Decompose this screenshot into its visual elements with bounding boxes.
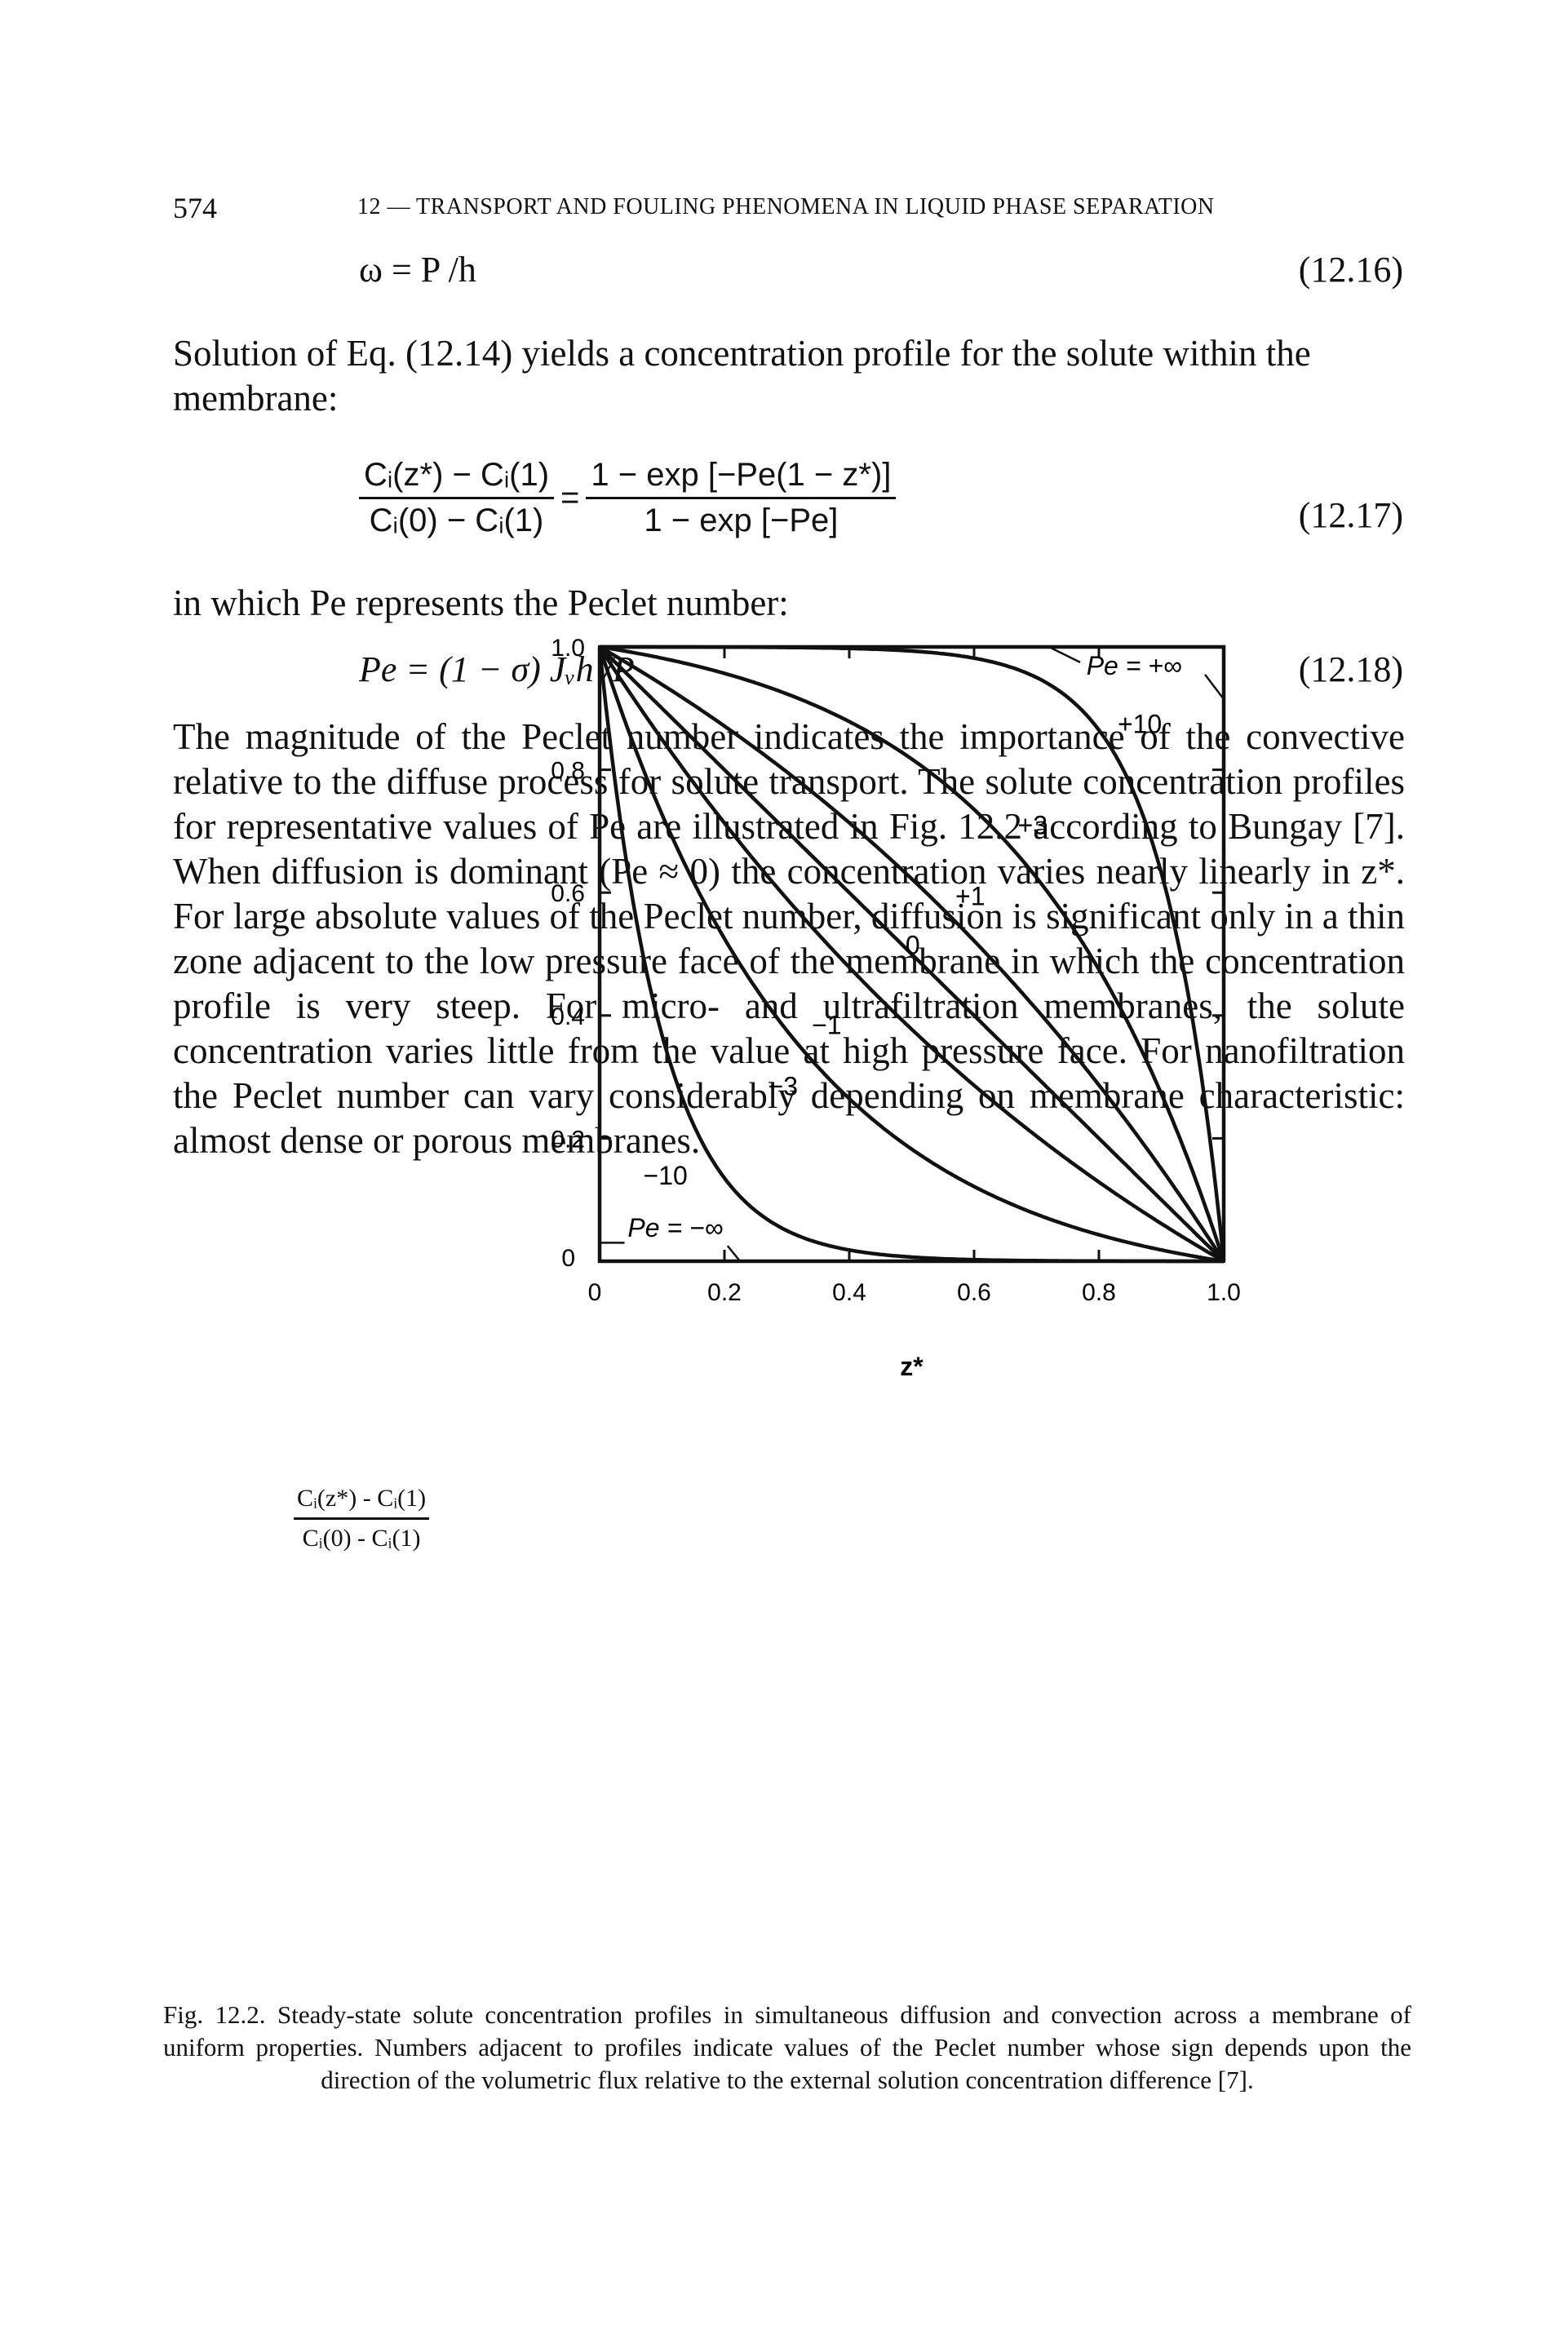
equation-12-16: ω = P /h <box>359 250 476 290</box>
equation-number-12-18: (12.18) <box>1298 649 1403 689</box>
x-tick-label: 1.0 <box>1207 1279 1241 1306</box>
eq17-lhs-numerator: Cᵢ(z*) − Cᵢ(1) <box>359 457 555 499</box>
y-axis-label-numerator: Cᵢ(z*) - Cᵢ(1) <box>294 1485 430 1520</box>
profile-curve <box>600 644 1226 1262</box>
y-tick-label: 0.4 <box>551 1003 585 1030</box>
equation-number-12-17: (12.17) <box>1298 495 1403 535</box>
y-tick-label: 0.8 <box>551 758 585 785</box>
x-tick-label: 0.6 <box>957 1279 991 1306</box>
eq17-rhs-denominator: 1 − exp [−Pe] <box>644 503 839 538</box>
page-number: 574 <box>173 192 217 224</box>
leader-pe-pos-inf-right <box>1204 674 1225 700</box>
x-tick-label: 0.4 <box>832 1279 866 1306</box>
profile-curve <box>598 645 1225 1263</box>
y-axis-label-denominator: Cᵢ(0) - Cᵢ(1) <box>302 1525 421 1552</box>
eq17-equals: = <box>560 480 580 516</box>
profile-curve <box>598 645 1225 1263</box>
equation-12-17-lhs: Cᵢ(z*) − Cᵢ(1) Cᵢ(0) − Cᵢ(1) <box>359 457 555 539</box>
profile-curve <box>599 644 1226 1262</box>
equation-12-17-rhs: 1 − exp [−Pe(1 − z*)] 1 − exp [−Pe] <box>586 457 897 539</box>
label-pe-pos-inf: Pe = +∞ <box>1087 651 1182 680</box>
equation-12-18: Pe = (1 − σ) Jᵥh /P <box>359 649 635 689</box>
label-pe-plus-10: +10 <box>1118 709 1162 738</box>
paragraph-peclet-intro: in which Pe represents the Peclet number… <box>173 582 789 623</box>
label-pe-minus-1: −1 <box>812 1010 841 1039</box>
y-axis-label: Cᵢ(z*) - Cᵢ(1) Cᵢ(0) - Cᵢ(1) <box>294 1485 430 1552</box>
profile-curve <box>598 645 1225 1263</box>
label-pe-zero: 0 <box>906 931 920 960</box>
x-tick-label: 0.8 <box>1082 1279 1116 1306</box>
profile-curve <box>597 646 1225 1264</box>
y-tick-label: 0 <box>561 1245 575 1272</box>
equation-number-12-16: (12.16) <box>1298 250 1403 290</box>
label-pe-plus-3: +3 <box>1018 811 1048 840</box>
x-tick-label: 0.2 <box>707 1279 742 1306</box>
profile-curve <box>597 647 1224 1264</box>
leader-pe-pos-inf-left <box>1048 645 1081 663</box>
equation-12-17: Cᵢ(z*) − Cᵢ(1) Cᵢ(0) − Cᵢ(1) = 1 − exp [… <box>359 457 897 539</box>
running-title: 12 — TRANSPORT AND FOULING PHENOMENA IN … <box>357 194 1215 219</box>
paragraph-solution: Solution of Eq. (12.14) yields a concent… <box>173 333 1311 418</box>
y-tick-label: 0.2 <box>551 1126 585 1153</box>
leader-pe-neg-inf-2 <box>726 1245 742 1262</box>
y-tick-label: 0.6 <box>551 880 585 907</box>
label-pe-minus-3: −3 <box>768 1072 798 1101</box>
eq17-rhs-numerator: 1 − exp [−Pe(1 − z*)] <box>586 457 897 499</box>
figure-caption: Fig. 12.2. Steady-state solute concentra… <box>163 2000 1411 2094</box>
eq17-lhs-denominator: Cᵢ(0) − Cᵢ(1) <box>369 503 544 538</box>
y-tick-label: 1.0 <box>551 635 585 662</box>
label-pe-minus-10: −10 <box>644 1161 688 1190</box>
x-axis-label: z* <box>900 1352 924 1381</box>
x-tick-label: 0 <box>588 1279 602 1306</box>
label-pe-neg-inf: Pe = −∞ <box>627 1213 723 1242</box>
label-pe-plus-1: +1 <box>955 881 985 910</box>
